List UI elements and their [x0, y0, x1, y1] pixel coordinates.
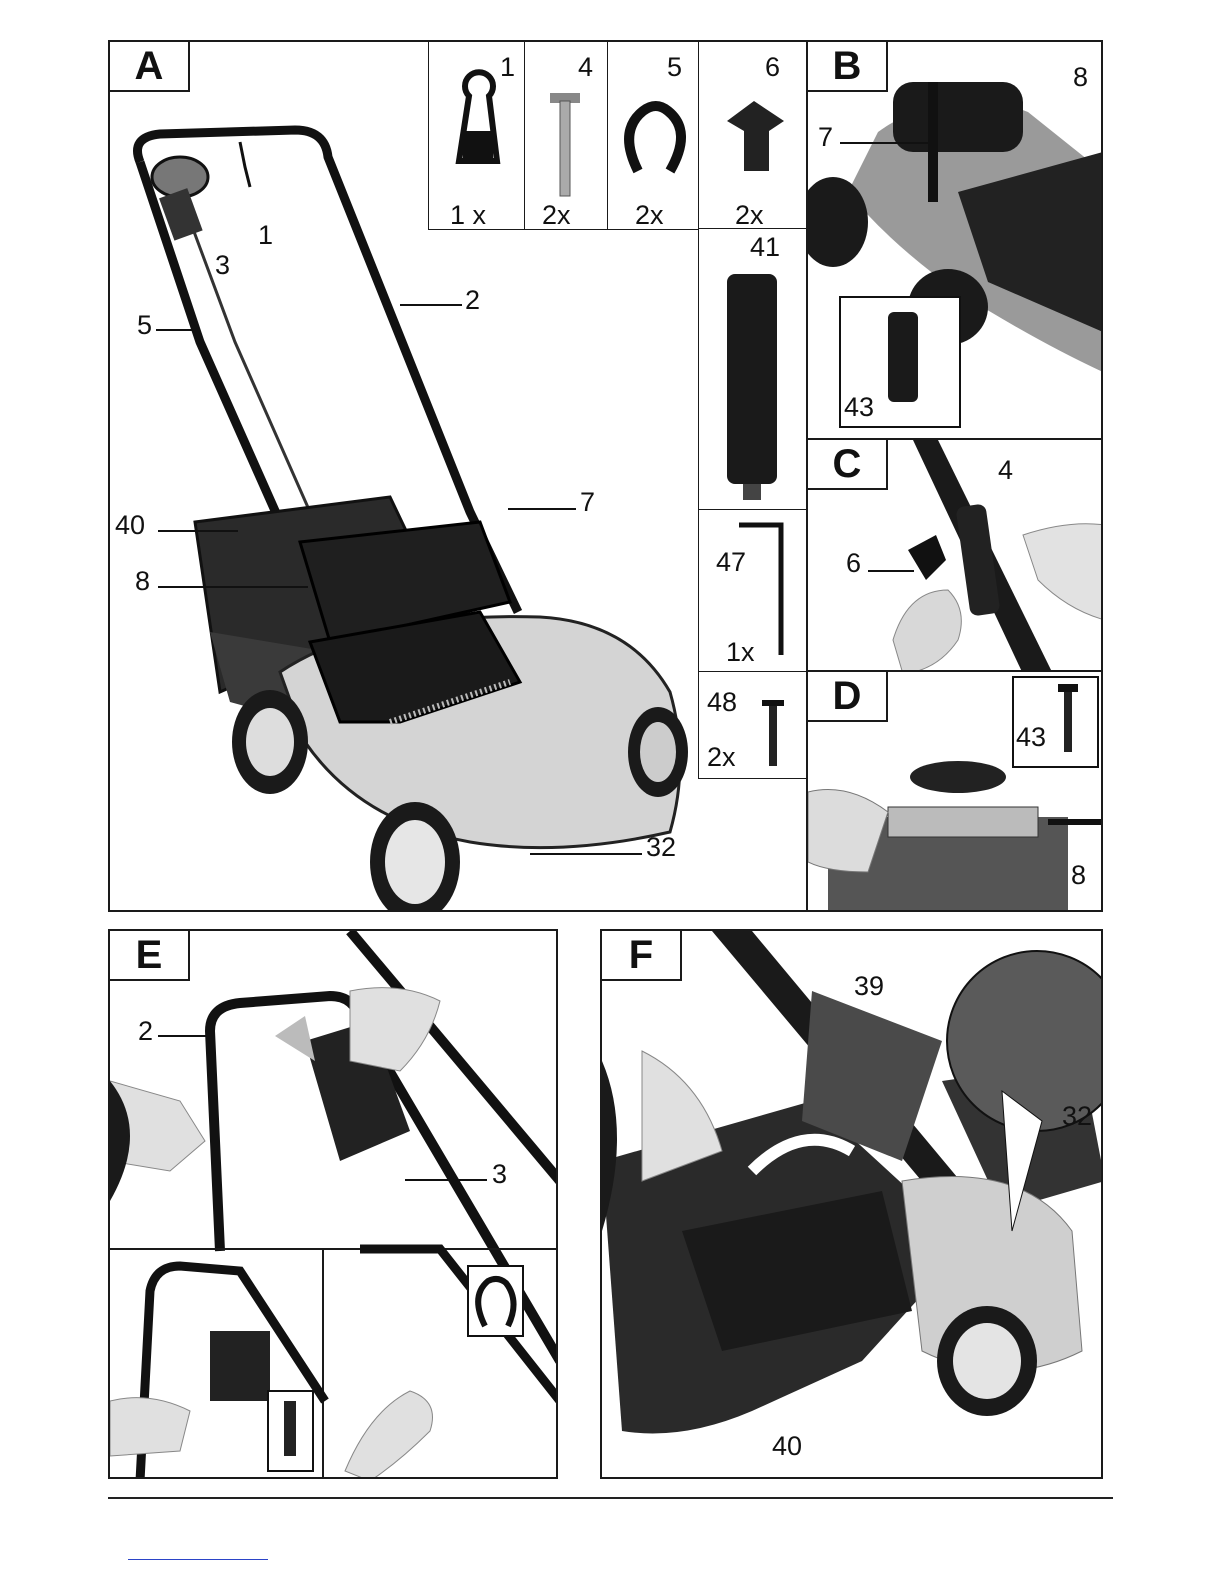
label-b-43: 43 [844, 392, 874, 423]
label-f-40: 40 [772, 1431, 802, 1462]
part-4-number: 4 [578, 52, 593, 83]
panel-e-letter: E [110, 931, 190, 981]
panel-c-letter: C [808, 440, 888, 490]
part-cell-41 [698, 228, 808, 510]
label-a-3: 3 [215, 250, 230, 281]
part-5-qty: 2x [635, 200, 664, 231]
footer-rule [108, 1497, 1113, 1499]
part-4-qty: 2x [542, 200, 571, 231]
panel-a: A 1 1 x 4 [108, 40, 808, 912]
label-b-7: 7 [818, 122, 833, 153]
switch-mounting-illustration [110, 931, 558, 1479]
footer-link-underline [128, 1559, 268, 1560]
part-1-qty: 1 x [450, 200, 486, 231]
label-e-3: 3 [492, 1159, 507, 1190]
panel-f-letter: F [602, 931, 682, 981]
label-a-2: 2 [465, 285, 480, 316]
label-d-8: 8 [1071, 860, 1086, 891]
label-c-4: 4 [998, 455, 1013, 486]
part-47-number: 47 [716, 547, 746, 578]
label-a-40: 40 [115, 510, 145, 541]
panel-e: E 2 3 [108, 929, 558, 1479]
panel-d: D 43 8 [806, 670, 1103, 912]
label-f-32: 32 [1062, 1101, 1092, 1132]
part-6-number: 6 [765, 52, 780, 83]
panel-b-letter: B [808, 42, 888, 92]
panel-c: C 4 6 [806, 438, 1103, 672]
part-48-number: 48 [707, 687, 737, 718]
grass-bag-attachment-illustration [602, 931, 1103, 1479]
part-1-number: 1 [500, 52, 515, 83]
label-a-1: 1 [258, 220, 273, 251]
part-47-qty: 1x [726, 637, 755, 668]
part-41-number: 41 [750, 232, 780, 263]
panel-b: B 8 7 43 [806, 40, 1103, 440]
chassis-closeup-illustration [808, 42, 1103, 440]
panel-f: F 39 32 40 [600, 929, 1103, 1479]
part-5-number: 5 [667, 52, 682, 83]
label-a-5: 5 [137, 310, 152, 341]
label-a-7: 7 [580, 487, 595, 518]
label-f-39: 39 [854, 971, 884, 1002]
part-6-qty: 2x [735, 200, 764, 231]
label-b-8: 8 [1073, 62, 1088, 93]
panel-a-letter: A [110, 42, 190, 92]
label-d-43: 43 [1016, 722, 1046, 753]
label-a-32: 32 [646, 832, 676, 863]
label-c-6: 6 [846, 548, 861, 579]
panel-d-letter: D [808, 672, 888, 722]
label-e-2: 2 [138, 1016, 153, 1047]
part-48-qty: 2x [707, 742, 736, 773]
label-a-8: 8 [135, 566, 150, 597]
